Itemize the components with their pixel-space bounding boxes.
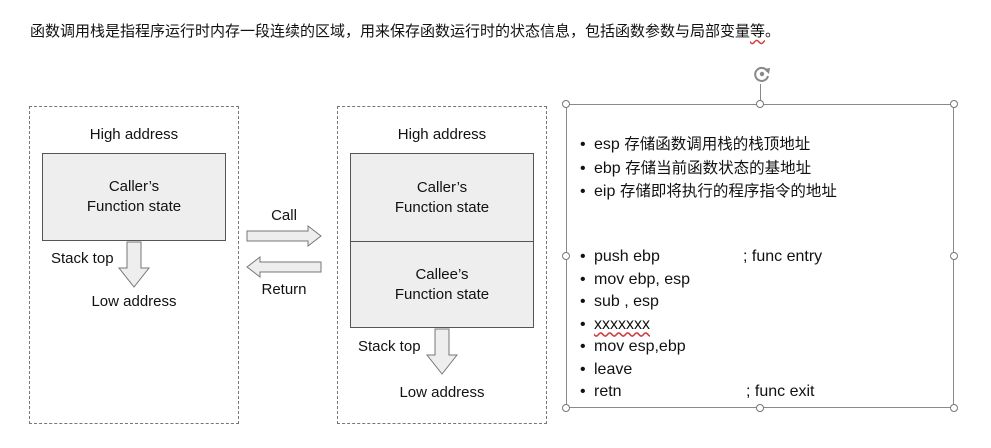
rotate-handle-stem (760, 84, 761, 104)
register-name: ebp (594, 159, 621, 177)
call-arrow (246, 224, 322, 248)
register-desc: 存储即将执行的程序指令的地址 (619, 182, 837, 200)
left-stack-down-arrow (117, 241, 151, 288)
bullet: • (580, 270, 586, 288)
right-stack-container (337, 106, 547, 424)
rotate-handle-icon[interactable] (752, 64, 772, 84)
left-stack-container (29, 106, 239, 424)
asm-line: • mov ebp, esp (580, 269, 690, 292)
resize-handle-middle-right[interactable] (950, 252, 958, 260)
heading-end: 。 (765, 22, 781, 40)
register-desc: 存储函数调用栈的栈顶地址 (624, 135, 811, 153)
resize-handle-bottom-right[interactable] (950, 404, 958, 412)
asm-comment: ; func entry (743, 248, 823, 265)
heading: 函数调用栈是指程序运行时内存一段连续的区域，用来保存函数运行时的状态信息，包括函… (30, 20, 975, 41)
register-desc: 存储当前函数状态的基地址 (625, 158, 812, 177)
heading-text: 函数调用栈是指程序运行时内存一段连续的区域，用来保存函数运行时的状态信息，包括函… (30, 22, 751, 40)
bullet: • (580, 293, 586, 310)
asm-line: • retn ; func exit (580, 381, 814, 404)
right-callee-frame-label: Callee’s Function state (394, 265, 490, 303)
right-stack-top-label: Stack top (358, 338, 421, 355)
resize-handle-middle-left[interactable] (562, 252, 570, 260)
left-low-address-label: Low address (91, 293, 177, 310)
register-item: • eip 存储即将执行的程序指令的地址 (580, 180, 837, 204)
asm-code: mov ebp, esp (594, 270, 691, 288)
return-arrow (246, 255, 322, 279)
resize-handle-bottom-left[interactable] (562, 404, 570, 412)
bullet: • (580, 183, 586, 200)
right-caller-frame: Caller’s Function state (350, 153, 534, 242)
left-caller-frame: Caller’s Function state (42, 153, 226, 241)
right-low-address-label: Low address (399, 384, 485, 401)
asm-line: • sub , esp (580, 291, 690, 314)
asm-line: • push ebp ; func entry (580, 246, 822, 269)
asm-line: • xxxxxxx (580, 314, 690, 337)
bullet: • (580, 248, 586, 265)
bullet: • (580, 136, 586, 153)
right-callee-frame: Callee’s Function state (350, 241, 534, 328)
register-list: • esp 存储函数调用栈的栈顶地址 • ebp 存储当前函数状态的基地址 • eip… (580, 133, 837, 204)
register-name: esp (594, 136, 620, 153)
resize-handle-top-right[interactable] (950, 100, 958, 108)
resize-handle-bottom-center[interactable] (756, 404, 764, 412)
bullet: • (580, 383, 586, 400)
bullet: • (580, 360, 586, 378)
asm-code: mov esp,ebp (594, 338, 686, 355)
call-label: Call (271, 207, 297, 224)
register-item: • esp 存储函数调用栈的栈顶地址 (580, 133, 837, 157)
right-stack-down-arrow (425, 328, 459, 375)
bullet: • (580, 159, 586, 177)
resize-handle-top-center[interactable] (756, 100, 764, 108)
asm-code: leave (594, 360, 633, 378)
resize-handle-top-left[interactable] (562, 100, 570, 108)
asm-code: sub , esp (594, 293, 659, 310)
right-high-address-label: High address (397, 126, 487, 143)
bullet: • (580, 315, 586, 333)
bullet: • (580, 338, 586, 355)
left-stack-top-label: Stack top (51, 250, 114, 267)
asm-comment: ; func exit (746, 383, 815, 400)
right-caller-frame-label: Caller’s Function state (394, 178, 490, 216)
return-label: Return (261, 281, 307, 298)
left-caller-frame-label: Caller’s Function state (86, 178, 182, 215)
asm-line: • mov esp,ebp (580, 336, 690, 359)
asm-code: push ebp (594, 248, 660, 265)
heading-squiggly-word: 等 (750, 22, 766, 40)
register-name: eip (594, 183, 616, 200)
asm-code-misspelled: xxxxxxx (594, 315, 650, 333)
asm-code: retn (594, 383, 622, 400)
register-item: • ebp 存储当前函数状态的基地址 (580, 157, 837, 181)
asm-line: • leave (580, 359, 690, 382)
left-high-address-label: High address (89, 126, 179, 143)
asm-list: • push ebp ; func entry • mov ebp, esp • sub… (580, 246, 822, 404)
